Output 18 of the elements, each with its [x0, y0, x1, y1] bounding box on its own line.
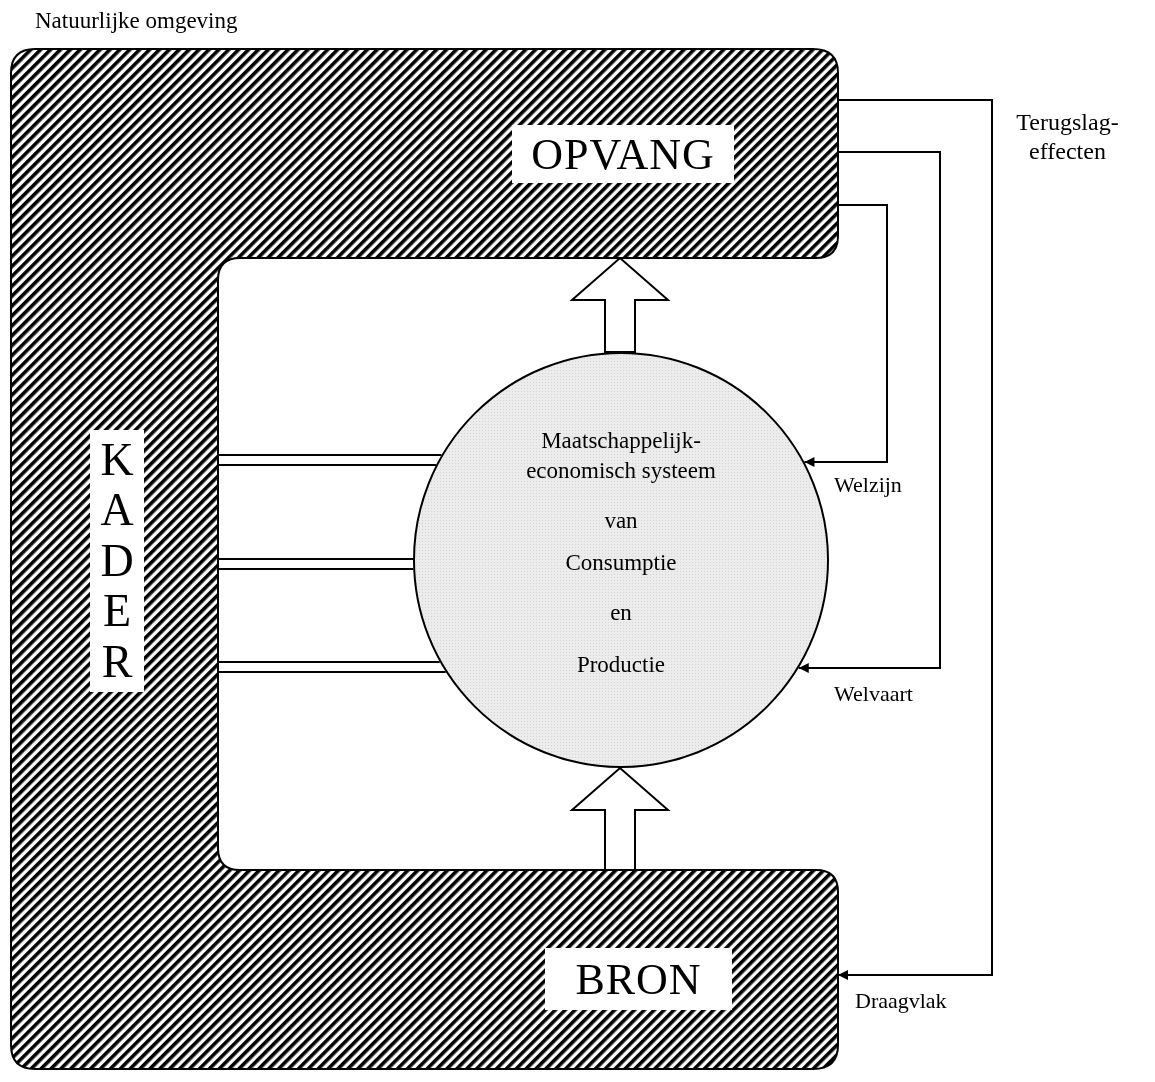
block-arrow: [569, 766, 671, 871]
circle-text: van: [603, 507, 639, 535]
circle-text: Maatschappelijk-economisch systeem: [525, 427, 717, 485]
double-line-connector: [217, 454, 443, 466]
double-line-connector: [217, 558, 415, 570]
circle-text: Consumptie: [564, 549, 678, 577]
note-text: Terugslag-effecten: [1015, 108, 1120, 166]
region-label: OPVANG: [512, 125, 734, 183]
double-line-connector: [217, 661, 447, 673]
circle-text: Productie: [575, 651, 667, 679]
circle-text: en: [609, 599, 633, 627]
region-label: BRON: [545, 948, 732, 1010]
feedback-arrow: [797, 151, 941, 673]
block-arrow: [569, 256, 671, 353]
feedback-arrow: [803, 204, 888, 467]
region-label: KADER: [90, 430, 144, 692]
frame-heading: Natuurlijke omgeving: [35, 8, 238, 35]
feedback-arrow: [837, 99, 993, 980]
